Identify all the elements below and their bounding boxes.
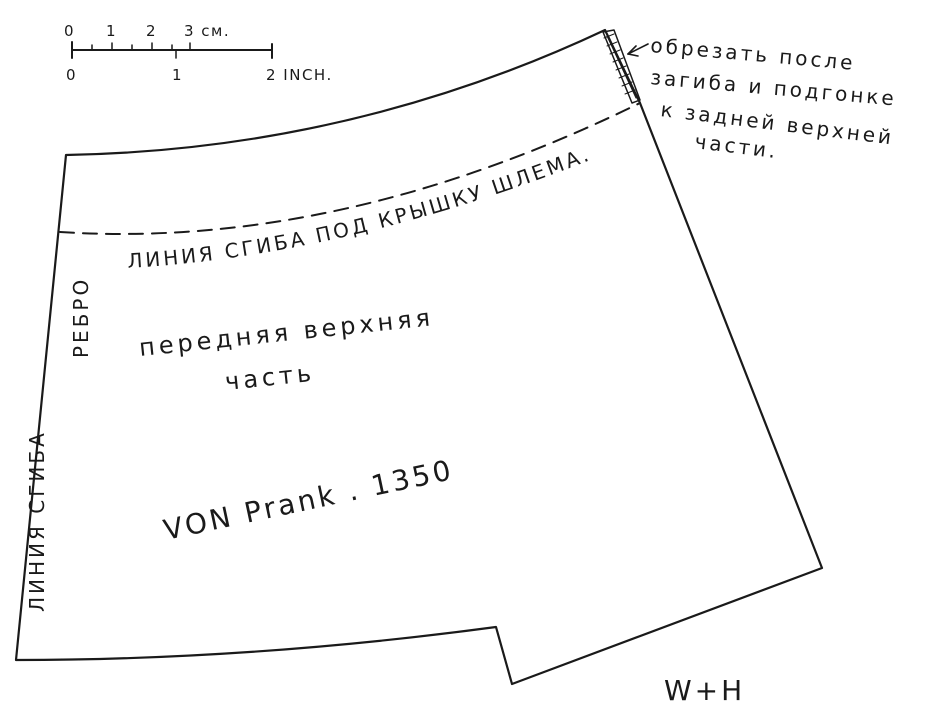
cm-tick-label: 2 xyxy=(146,22,157,40)
scale-bar: 0 1 2 3 см. 0 1 2 INCH. xyxy=(64,22,333,84)
cut-note: обрезать после загиба и подгонке к задне… xyxy=(627,33,898,163)
fold-line-side-label: ЛИНИЯ СГИБА xyxy=(25,430,49,612)
edge-label: РЕБРО xyxy=(69,277,93,358)
inch-tick-label: 0 xyxy=(66,66,77,84)
cm-tick-label: 1 xyxy=(106,22,117,40)
maker-label: VON Prank . 1350 xyxy=(161,453,457,547)
note-line: части. xyxy=(693,129,779,163)
cut-strip-outline xyxy=(602,29,641,104)
signature: W+H xyxy=(664,674,745,707)
piece-title-line1: передняя верхняя xyxy=(138,303,435,362)
cm-tick-label: 3 см. xyxy=(184,22,230,40)
fold-line-dashed xyxy=(59,102,641,235)
note-arrow xyxy=(627,43,649,55)
pattern-outline xyxy=(14,28,824,686)
inch-tick-label: 2 INCH. xyxy=(266,66,333,84)
cut-strip xyxy=(602,29,641,104)
piece-title-line2: часть xyxy=(224,359,317,396)
cm-tick-label: 0 xyxy=(64,22,75,40)
note-arrowhead xyxy=(627,45,639,57)
fold-line-top-label: ЛИНИЯ СГИБА ПОД КРЫШКУ ШЛЕМА. xyxy=(127,141,595,273)
inch-tick-label: 1 xyxy=(172,66,183,84)
pattern-piece xyxy=(14,28,824,686)
